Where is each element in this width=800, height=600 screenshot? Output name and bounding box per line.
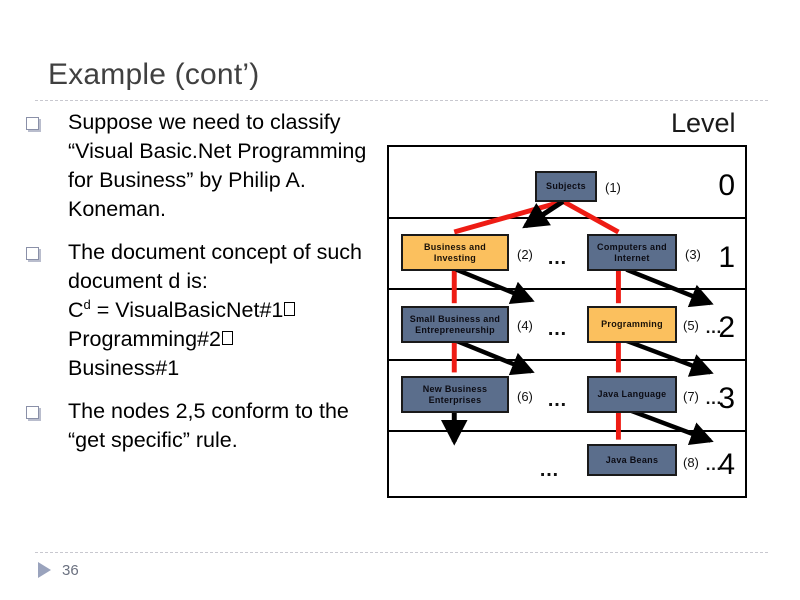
page-number: 36 [62,562,79,579]
ellipsis-level-3: … [547,389,569,411]
node-subjects-label: Subjects [546,181,586,191]
list-item: Suppose we need to classify “Visual Basi… [26,108,386,224]
ellipsis-level-3-right: … [705,389,724,408]
node-computers-internet[interactable]: Computers and Internet [587,234,677,271]
hierarchy-diagram: 0 1 2 3 4 [387,145,747,498]
level-row-3 [389,361,745,432]
node-programming[interactable]: Programming [587,306,677,343]
level-caption: Level [671,108,736,138]
bullet-list: Suppose we need to classify “Visual Basi… [26,108,386,469]
footer-divider [35,552,768,553]
square-bullet-icon [26,406,39,419]
bullet-rule-text: The nodes 2,5 conform to the “get specif… [68,399,349,452]
list-item: The nodes 2,5 conform to the “get specif… [26,397,386,455]
node-java-beans[interactable]: Java Beans [587,444,677,476]
missing-glyph-icon [221,331,233,345]
ellipsis-level-2-right: … [705,318,724,337]
node-business-investing-label: Business and Investing [423,241,487,263]
node-java-language-label: Java Language [597,389,667,399]
level-number-4: 4 [718,448,735,481]
level-number-3: 3 [718,382,735,415]
node-java-language[interactable]: Java Language [587,376,677,413]
list-item: The document concept of such document d … [26,238,386,383]
concept-symbol: C [68,298,84,322]
node-subjects-id: (1) [605,180,621,195]
node-business-investing-id: (2) [517,247,533,262]
level-number-1: 1 [718,241,735,274]
node-subjects[interactable]: Subjects [535,171,597,202]
level-row-2 [389,290,745,361]
node-small-business-label: Small Business and Entrepreneurship [409,313,501,335]
node-business-investing[interactable]: Business and Investing [401,234,509,271]
ellipsis-level-4: … [539,459,561,481]
node-programming-label: Programming [601,319,663,329]
page-title: Example (cont’) [48,58,260,91]
bullet-suppose-text: Suppose we need to classify “Visual Basi… [68,110,367,221]
bullet-concept-text: The document concept of such document d … [68,238,386,383]
node-new-business-id: (6) [517,389,533,404]
ellipsis-level-4-right: … [705,455,724,474]
level-number-0: 0 [718,169,735,202]
concept-term-3: Business#1 [68,356,180,380]
concept-line-1: The document concept of such document d … [68,240,363,293]
node-computers-internet-label: Computers and Internet [597,241,667,263]
node-computers-internet-id: (3) [685,247,701,262]
square-bullet-icon [26,117,39,130]
node-small-business-id: (4) [517,318,533,333]
missing-glyph-icon [284,302,296,316]
node-new-business-label: New Business Enterprises [422,383,488,405]
node-java-language-id: (7) [683,389,699,404]
level-number-2: 2 [718,311,735,344]
ellipsis-level-2: … [547,318,569,340]
node-new-business[interactable]: New Business Enterprises [401,376,509,413]
ellipsis-level-1: … [547,247,569,269]
play-triangle-icon [38,562,51,578]
node-java-beans-label: Java Beans [605,454,659,465]
node-small-business[interactable]: Small Business and Entrepreneurship [401,306,509,343]
square-bullet-icon [26,247,39,260]
level-row-1 [389,219,745,290]
title-divider [35,100,768,101]
concept-term-1: = VisualBasicNet#1 [90,298,284,322]
node-java-beans-id: (8) [683,455,699,470]
concept-term-2: Programming#2 [68,327,221,351]
concept-superscript: d [83,296,91,312]
node-programming-id: (5) [683,318,699,333]
